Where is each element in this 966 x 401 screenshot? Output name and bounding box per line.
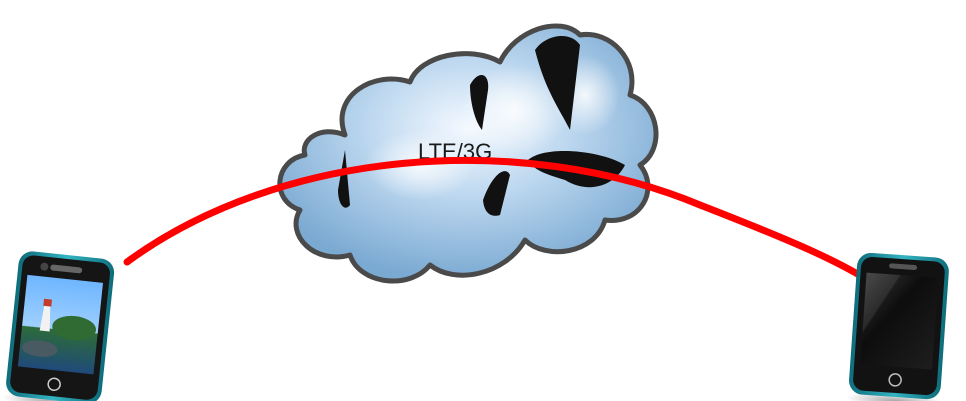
phone-earpiece bbox=[50, 264, 83, 274]
receiver-phone bbox=[845, 252, 949, 401]
cloud-artifact bbox=[535, 35, 580, 131]
sender-phone bbox=[2, 251, 115, 401]
cloud-artifact bbox=[470, 74, 489, 130]
cloud-artifact bbox=[338, 150, 350, 208]
network-cloud: LTE/3G bbox=[277, 23, 659, 284]
phone-screen bbox=[860, 272, 939, 370]
screen-glare bbox=[862, 272, 901, 333]
home-button-icon bbox=[888, 373, 902, 387]
screen-trees bbox=[52, 315, 97, 341]
screen-lighthouse bbox=[39, 304, 51, 332]
phone-camera bbox=[40, 262, 49, 271]
screen-rocks bbox=[21, 340, 58, 357]
screen-lighthouse-top bbox=[43, 298, 52, 307]
cloud-artifact bbox=[483, 171, 510, 216]
arrow-path bbox=[123, 156, 889, 296]
home-button-icon bbox=[47, 377, 61, 392]
phone-earpiece bbox=[889, 263, 918, 270]
